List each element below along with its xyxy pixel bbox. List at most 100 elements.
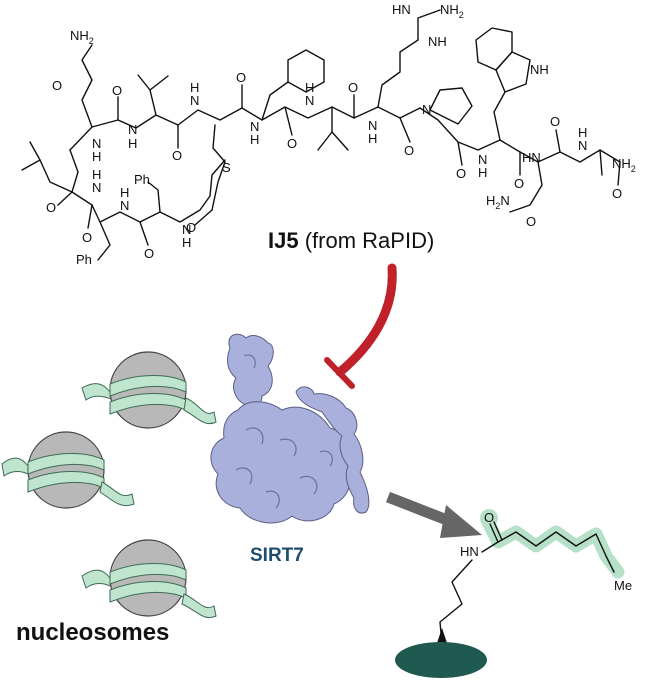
guanidine	[417, 9, 441, 41]
protein-surface-texture	[235, 354, 333, 509]
atom-n-2: N	[190, 93, 199, 108]
dna-wrap-mid-1	[27, 453, 105, 475]
atom-n-leu: N	[92, 136, 101, 151]
atom-o-acyl: O	[484, 510, 494, 525]
acyl-lysine: O HN Me	[395, 509, 632, 678]
peptide-structure: NH2 O O N H O N H O N H O N H O N H O N …	[21, 2, 636, 267]
atom-o-1: O	[112, 83, 122, 98]
carbonyl-9	[555, 129, 561, 153]
lysine-wedge	[436, 628, 448, 646]
sirt7-protein	[210, 333, 370, 524]
val-branch	[149, 75, 169, 91]
peptide-label: IJ5 (from RaPID)	[268, 228, 434, 253]
atom-h-leu: H	[92, 149, 101, 164]
atom-o-asn: O	[526, 214, 536, 229]
carbonyl-10	[617, 161, 621, 186]
atom-hn-arg: HN	[392, 2, 411, 17]
atom-ph-1: Ph	[134, 172, 150, 187]
atom-o-cys: O	[186, 220, 196, 235]
dna-ribbon-top-left	[81, 383, 116, 401]
carbonyl-4	[284, 106, 293, 136]
cyclization-thioether	[211, 124, 226, 211]
inhibition-arrow-shaft	[335, 263, 397, 377]
dna-wrap-top-1	[109, 375, 187, 397]
atom-n-1: N	[128, 122, 137, 137]
arg-side-chain	[377, 39, 419, 108]
atom-nh-indole: NH	[530, 62, 549, 77]
atom-o-5: O	[348, 80, 358, 95]
atom-o-4: O	[287, 136, 297, 151]
atom-o-leu: O	[46, 200, 56, 215]
carbonyl-6	[399, 117, 411, 143]
surface-fold-5	[265, 490, 280, 509]
acyl-chain-highlight	[481, 515, 625, 579]
atom-o-gln: O	[52, 78, 62, 93]
atom-n-phe1: N	[92, 180, 101, 195]
atom-nh2-arg: NH2	[440, 2, 464, 20]
surface-fold-2	[279, 438, 297, 457]
atom-n-pro: N	[422, 102, 431, 117]
surface-fold-4	[299, 475, 318, 495]
atom-h-7: H	[478, 165, 487, 180]
atom-n-5: N	[368, 118, 377, 133]
atom-o-8: O	[514, 176, 524, 191]
atom-h-4: H	[305, 80, 314, 95]
peptide-name: IJ5	[268, 228, 299, 253]
leu-side-chain	[21, 159, 73, 193]
atom-h-1: H	[128, 136, 137, 151]
indole-six-ring	[475, 27, 513, 71]
dna-ribbon-bot-right	[181, 593, 217, 618]
dna-ribbon-top-right	[183, 397, 217, 424]
atom-o-3: O	[236, 70, 246, 85]
carbonyl-7	[457, 141, 463, 166]
atom-o-10: O	[612, 186, 622, 201]
atom-n-phe2: N	[120, 198, 129, 213]
nucleosome-middle	[1, 431, 135, 509]
carbonyl-11	[57, 191, 73, 206]
proline-ring	[429, 87, 473, 125]
dna-wrap-bot-1	[109, 563, 187, 585]
dna-ribbon-mid-right	[99, 481, 135, 506]
nucleosomes-label: nucleosomes	[16, 619, 169, 646]
gln-side-chain	[81, 44, 93, 128]
atom-h-phe3: H	[182, 235, 191, 250]
leu-branch	[29, 141, 41, 161]
ala-side-chain	[599, 149, 603, 176]
phe-inner-side-chain	[147, 181, 161, 213]
acyl-carbonyl	[489, 523, 499, 543]
atom-o-phe2: O	[144, 246, 154, 261]
val-side-chain	[137, 74, 157, 116]
indole-five-ring	[495, 51, 531, 93]
atom-h2n-asn: H2N	[486, 193, 510, 211]
atom-o-phe1: O	[82, 230, 92, 245]
asn-side-chain	[509, 161, 543, 213]
atom-o-9: O	[550, 114, 560, 129]
atom-n-9: N	[578, 138, 587, 153]
inhibition-arrow	[324, 263, 397, 389]
atom-n-phe3: N	[182, 222, 191, 237]
amide-bond	[481, 541, 499, 553]
atom-hn-8: HN	[522, 150, 541, 165]
inhibition-arrow-bar	[324, 357, 355, 389]
carbonyl-14	[194, 209, 213, 226]
substrate-protein-ellipse	[395, 642, 487, 678]
surface-fold-6	[243, 354, 256, 369]
val2-branch	[331, 131, 349, 151]
surface-fold-3	[235, 467, 253, 485]
phe-bottom-side-chain	[97, 221, 111, 261]
atom-me: Me	[614, 578, 632, 593]
atom-s: S	[222, 160, 231, 175]
peptide-source: (from RaPID)	[305, 228, 435, 253]
protein-lobe-upper	[227, 333, 274, 409]
action-arrow-head	[440, 505, 482, 538]
acyl-chain	[497, 531, 615, 573]
atom-ph-2: Ph	[76, 252, 92, 267]
lysine-side-chain	[439, 559, 473, 645]
carbonyl-13	[139, 221, 149, 246]
atom-o-2: O	[172, 148, 182, 163]
atom-h-2: H	[190, 80, 199, 95]
atom-h-9: H	[578, 125, 587, 140]
phenyl-ring	[287, 49, 325, 93]
protein-arm	[295, 386, 370, 514]
